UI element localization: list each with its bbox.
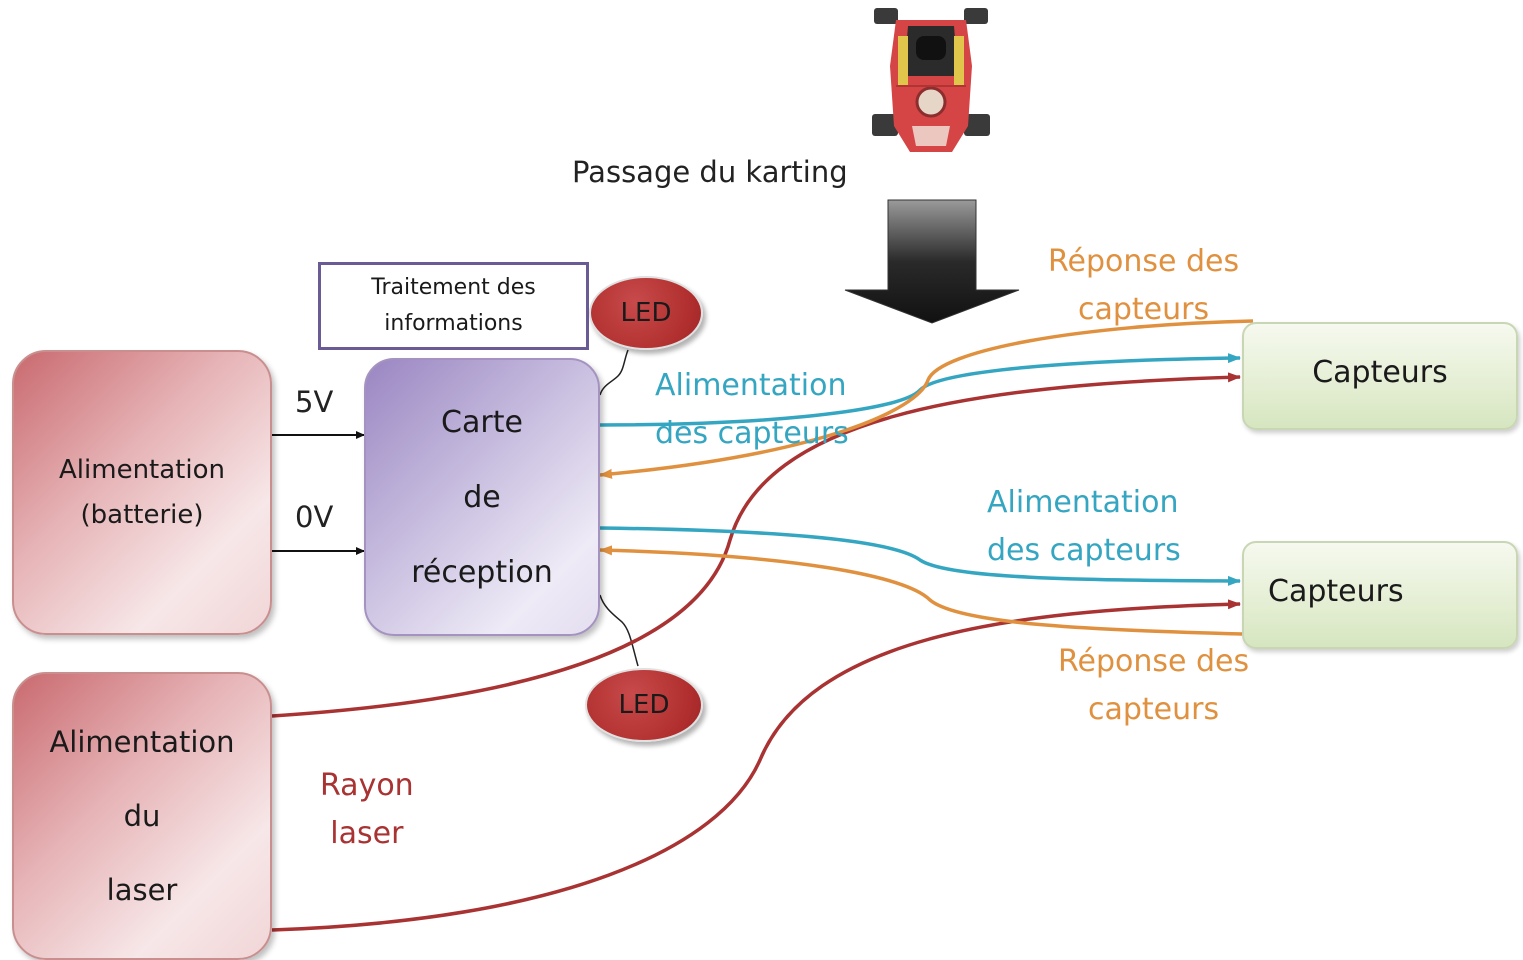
treatment-line-1: Traitement des bbox=[371, 275, 536, 300]
response-top-line-2: capteurs bbox=[1078, 292, 1210, 327]
laser-ray-label: Rayon laser bbox=[320, 762, 414, 858]
laser-beam-top bbox=[271, 372, 1241, 718]
receiver-line-1: Carte bbox=[441, 404, 523, 440]
response-bottom-line-2: capteurs bbox=[1088, 692, 1220, 727]
supply-top-line-2: des capteurs bbox=[655, 416, 849, 451]
laser-power-line-2: du bbox=[123, 799, 161, 833]
led-top-lead bbox=[599, 349, 629, 396]
laser-beam-bottom bbox=[271, 599, 1241, 932]
supply-bottom-line-1: Alimentation bbox=[987, 485, 1179, 520]
treatment-line-2: informations bbox=[384, 311, 523, 336]
laser-power-block: Alimentation du laser bbox=[12, 672, 272, 960]
voltage-5v-label: 5V bbox=[295, 385, 334, 419]
battery-label-line-2: (batterie) bbox=[80, 499, 204, 530]
response-top-label: Réponse des capteurs bbox=[1048, 238, 1239, 334]
led-bottom-label: LED bbox=[618, 690, 670, 720]
receiver-line-3: réception bbox=[411, 554, 553, 590]
voltage-0v-label: 0V bbox=[295, 500, 334, 534]
kart-passage-label: Passage du karting bbox=[572, 155, 848, 189]
sensor-block-top: Capteurs bbox=[1242, 322, 1518, 430]
supply-bottom-line-2: des capteurs bbox=[987, 533, 1181, 568]
supply-line-bottom bbox=[599, 526, 1241, 586]
supply-top-line-1: Alimentation bbox=[655, 368, 847, 403]
laser-power-line-3: laser bbox=[106, 873, 178, 907]
led-bottom-lead bbox=[599, 594, 639, 667]
laser-ray-line-2: laser bbox=[330, 816, 404, 851]
response-bottom-line-1: Réponse des bbox=[1058, 644, 1250, 679]
kart-image bbox=[872, 8, 990, 152]
sensor-top-label: Capteurs bbox=[1312, 354, 1448, 390]
led-bottom: LED bbox=[585, 668, 703, 742]
led-top: LED bbox=[589, 276, 703, 350]
receiver-line-2: de bbox=[463, 479, 501, 515]
led-top-label: LED bbox=[620, 298, 672, 328]
response-top-line-1: Réponse des bbox=[1048, 244, 1240, 279]
battery-label-line-1: Alimentation bbox=[59, 454, 225, 485]
information-processing-box: Traitement des informations bbox=[318, 262, 589, 350]
supply-bottom-label: Alimentation des capteurs bbox=[987, 479, 1181, 575]
response-line-bottom bbox=[599, 545, 1243, 636]
laser-ray-line-1: Rayon bbox=[320, 768, 414, 803]
sensor-block-bottom: Capteurs bbox=[1242, 541, 1518, 649]
sensor-bottom-label: Capteurs bbox=[1268, 573, 1404, 609]
supply-top-label: Alimentation des capteurs bbox=[655, 362, 849, 458]
laser-power-line-1: Alimentation bbox=[49, 725, 235, 759]
kart-passage-arrow bbox=[844, 199, 1020, 324]
response-bottom-label: Réponse des capteurs bbox=[1058, 638, 1249, 734]
battery-power-block: Alimentation (batterie) bbox=[12, 350, 272, 635]
receiver-card-block: Carte de réception bbox=[364, 358, 600, 636]
response-line-top bbox=[599, 319, 1254, 479]
